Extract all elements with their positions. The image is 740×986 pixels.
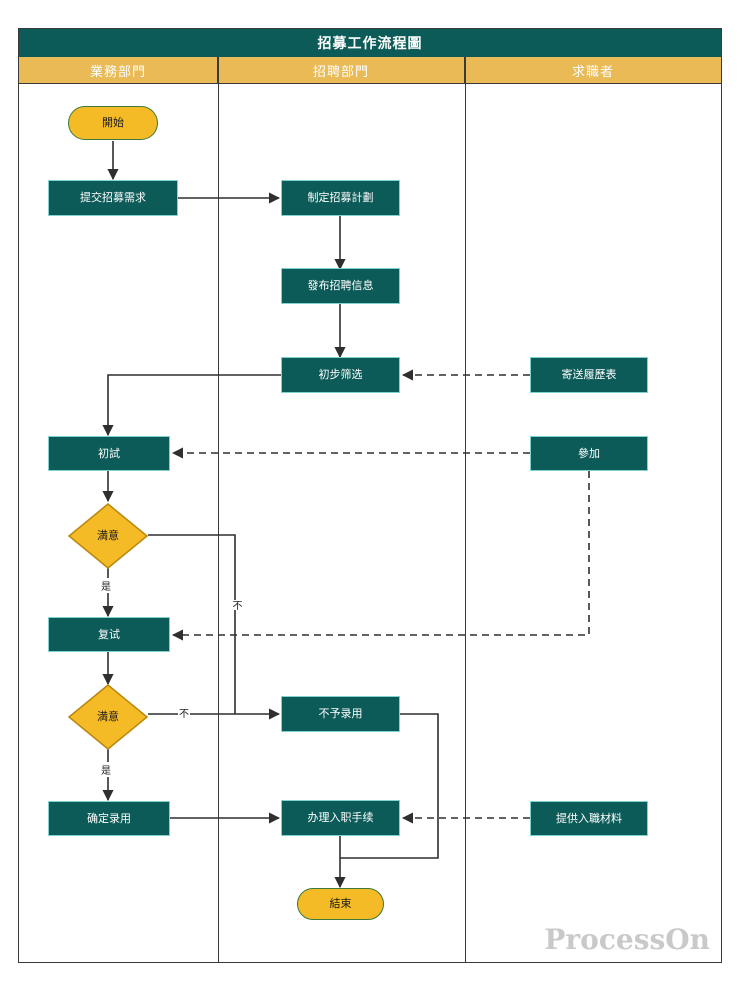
lane-header-recruiting: 招聘部門 (218, 57, 465, 83)
node-submit-requirement[interactable]: 提交招募需求 (48, 180, 178, 216)
node-second-interview[interactable]: 复试 (48, 617, 170, 652)
lane-header-applicant: 求職者 (465, 57, 721, 83)
node-end[interactable]: 結束 (297, 888, 384, 920)
node-start[interactable]: 開始 (68, 106, 158, 140)
node-decision-2-label: 満意 (97, 710, 119, 724)
node-initial-screening[interactable]: 初步筛选 (281, 357, 400, 393)
node-onboarding[interactable]: 办理入职手续 (281, 800, 400, 836)
node-make-plan[interactable]: 制定招募計劃 (281, 180, 400, 216)
edge-label-yes-2: 是 (100, 762, 112, 777)
node-confirm-hire[interactable]: 确定录用 (48, 801, 170, 836)
page-title: 招募工作流程圖 (19, 29, 721, 57)
edge-label-no-2: 不 (178, 705, 190, 720)
node-decision-satisfied-1[interactable]: 満意 (68, 503, 148, 569)
lane-divider-1 (218, 57, 219, 963)
lane-header-divider (19, 83, 721, 84)
edge-label-yes-1: 是 (100, 578, 112, 593)
watermark: ProcessOn (544, 923, 710, 956)
edge-label-no-1: 不 (227, 600, 244, 610)
node-attend[interactable]: 參加 (530, 436, 648, 471)
node-reject[interactable]: 不予录用 (281, 696, 400, 732)
lane-header-business: 業務部門 (19, 57, 218, 83)
node-decision-satisfied-2[interactable]: 満意 (68, 684, 148, 750)
node-send-resume[interactable]: 寄送履歷表 (530, 357, 648, 393)
node-publish-info[interactable]: 發布招聘信息 (281, 268, 400, 304)
node-decision-1-label: 満意 (97, 529, 119, 543)
node-first-interview[interactable]: 初試 (48, 436, 170, 471)
lane-divider-2 (465, 57, 466, 963)
node-provide-documents[interactable]: 提供入職材料 (530, 801, 648, 836)
